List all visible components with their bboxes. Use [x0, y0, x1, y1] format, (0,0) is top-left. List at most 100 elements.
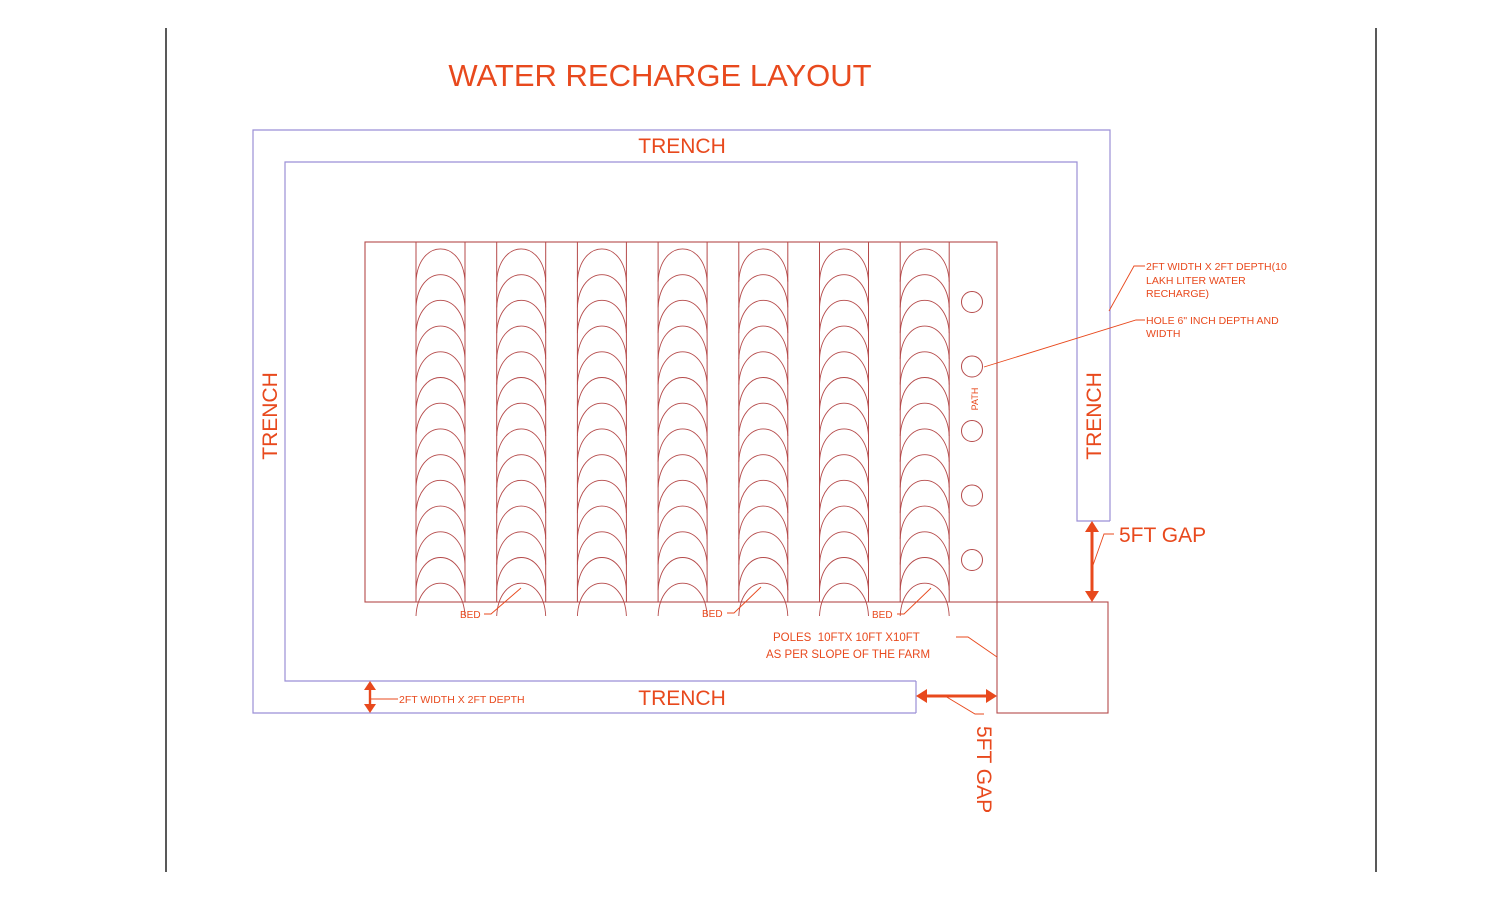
plant-arc	[899, 377, 950, 411]
plant-arc	[657, 402, 708, 437]
plant-arc	[738, 377, 789, 411]
plant-arc	[738, 299, 789, 334]
plant-arc	[738, 454, 789, 488]
plant-arc	[657, 557, 708, 591]
plant-arc	[576, 454, 627, 488]
poles-note-line1: POLES 10FTX 10FT X10FT	[773, 632, 920, 644]
bed-leader-1	[484, 587, 522, 615]
plant-arc	[415, 557, 466, 591]
plant-arc	[899, 454, 950, 488]
bed-row	[738, 241, 789, 617]
plant-arc	[899, 402, 950, 437]
plant-arc	[819, 402, 869, 437]
trench-outer-outline	[252, 129, 1111, 714]
bed-outline	[576, 241, 627, 603]
plant-arc	[657, 377, 708, 411]
bed-row	[496, 241, 547, 617]
bed-label-1: BED	[460, 610, 481, 621]
recharge-holes	[961, 291, 983, 571]
plant-arc	[496, 454, 547, 488]
plant-arc	[576, 351, 627, 385]
bed-outline	[496, 241, 547, 603]
trench-note-line3: RECHARGE)	[1146, 288, 1209, 300]
bed-label-3: BED	[872, 610, 893, 621]
bed-leader-3	[897, 587, 932, 615]
recharge-hole	[961, 549, 983, 571]
plant-arc	[738, 479, 789, 514]
gap-bottom-label: 5FT GAP	[972, 726, 995, 813]
plant-arc	[738, 325, 789, 359]
poles-leader	[956, 636, 998, 658]
trench-note-line2: LAKH LITER WATER	[1146, 275, 1246, 287]
plant-arc	[657, 479, 708, 514]
trench-label-top: TRENCH	[638, 135, 726, 158]
plant-arc	[576, 377, 627, 411]
plant-arc	[819, 377, 869, 411]
plant-arc	[576, 274, 627, 308]
plant-arc	[415, 274, 466, 308]
plant-arc	[496, 428, 547, 462]
plant-arc	[899, 351, 950, 385]
hole-note-leader	[983, 319, 1145, 368]
plant-arc	[576, 505, 627, 539]
plant-arc	[576, 402, 627, 437]
plant-arc	[576, 582, 627, 617]
plant-arc	[738, 351, 789, 385]
recharge-hole	[961, 420, 983, 442]
trench-width-arrow	[364, 681, 376, 713]
plant-arc	[415, 351, 466, 385]
plant-arc	[496, 299, 547, 334]
bed-outline	[738, 241, 789, 603]
plant-arc	[576, 531, 627, 565]
plant-arc	[415, 325, 466, 359]
plant-arc	[738, 557, 789, 591]
plant-arc	[819, 479, 869, 514]
plant-arc	[738, 505, 789, 539]
width-note: 2FT WIDTH X 2FT DEPTH	[399, 694, 525, 706]
plant-arc	[415, 299, 466, 334]
bed-label-2: BED	[702, 609, 723, 620]
bed-rows	[415, 241, 950, 617]
plant-arc	[657, 531, 708, 565]
plant-arc	[496, 325, 547, 359]
plant-arc	[496, 582, 547, 617]
plant-arc	[496, 531, 547, 565]
plant-arc	[899, 299, 950, 334]
recharge-hole	[961, 484, 983, 507]
plant-arc	[415, 582, 466, 617]
plant-arc	[899, 428, 950, 462]
plant-arc	[657, 454, 708, 488]
plant-arc	[496, 402, 547, 437]
plant-arc	[819, 351, 869, 385]
plant-arc	[899, 582, 950, 617]
plant-arc	[899, 325, 950, 359]
plant-arc	[819, 454, 869, 488]
trench-label-left: TRENCH	[259, 372, 282, 460]
bed-outline	[819, 241, 869, 603]
plant-arc	[415, 428, 466, 462]
plant-arc	[819, 299, 869, 334]
plant-arc	[819, 274, 869, 308]
plant-arc	[415, 402, 466, 437]
trench-inner-outline	[284, 161, 1110, 682]
plant-arc	[415, 248, 466, 282]
plant-arc	[657, 248, 708, 282]
plant-arc	[899, 274, 950, 308]
plant-arc	[496, 274, 547, 308]
plant-arc	[899, 479, 950, 514]
plant-arc	[496, 248, 547, 282]
plant-arc	[415, 531, 466, 565]
plant-arc	[899, 531, 950, 565]
plant-arc	[496, 505, 547, 539]
plant-arc	[738, 531, 789, 565]
plant-arc	[819, 505, 869, 539]
plant-arc	[738, 582, 789, 617]
plant-arc	[496, 479, 547, 514]
plant-arc	[657, 299, 708, 334]
gap-arrow-bottom	[916, 689, 997, 703]
plant-arc	[576, 325, 627, 359]
bed-row	[576, 241, 627, 617]
bed-row	[415, 241, 466, 617]
plant-arc	[496, 351, 547, 385]
